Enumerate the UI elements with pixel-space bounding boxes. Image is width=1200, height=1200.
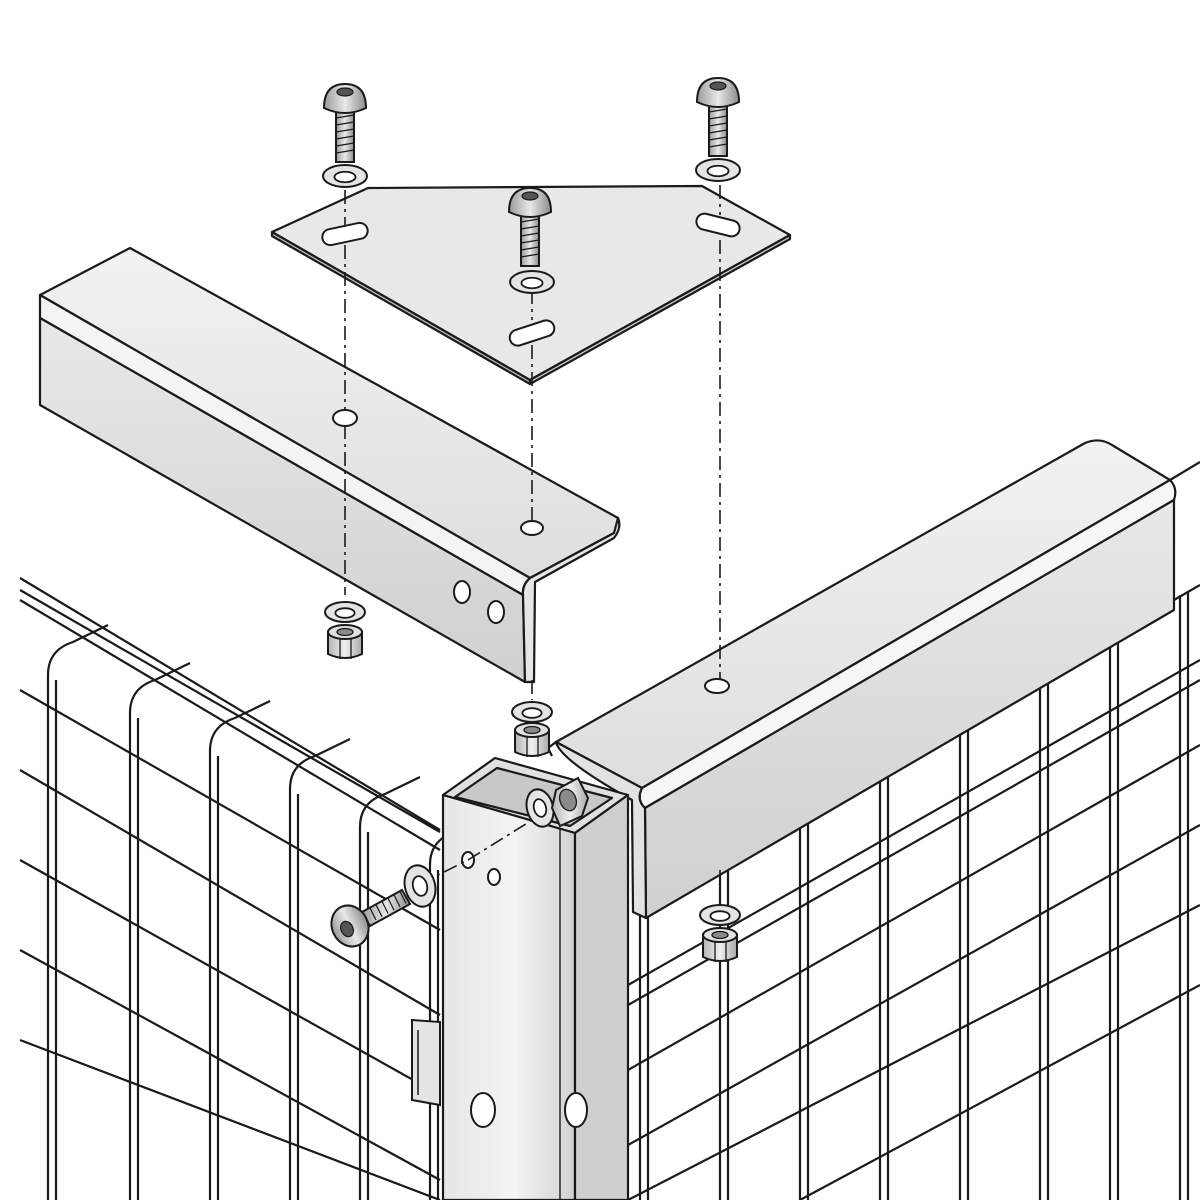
mesh-wire-horizontal	[627, 744, 1200, 1071]
bolt-thread	[708, 143, 728, 148]
mesh-wire-horizontal	[19, 949, 441, 1181]
bolt-shank	[360, 888, 412, 928]
bolt-thread	[708, 129, 728, 134]
mesh-wire-loop	[128, 662, 191, 714]
washer-hole	[411, 875, 429, 897]
washer-above-post	[511, 701, 553, 723]
bolt-thread	[708, 136, 728, 141]
beam-hole	[704, 678, 730, 694]
bolt-thread	[369, 907, 377, 921]
mesh-top-rail	[19, 589, 441, 833]
mesh-wire-horizontal	[627, 904, 1200, 1200]
bolt-thread	[335, 142, 355, 147]
washer-hole	[709, 910, 731, 922]
mesh-wire-horizontal	[19, 599, 441, 851]
post-holes	[461, 851, 588, 1128]
hex-socket	[336, 87, 354, 97]
bolt-head	[322, 82, 368, 114]
washer-top-right	[695, 158, 741, 182]
nut-under-beam	[702, 927, 738, 962]
bolt-thread	[335, 121, 355, 126]
mesh-top-rail	[1169, 461, 1200, 481]
bolt-head	[695, 76, 741, 108]
angle-holes	[332, 409, 544, 624]
washer-hole	[706, 164, 730, 178]
mesh-wire-horizontal	[19, 769, 441, 1016]
plate-slotted-holes	[321, 212, 741, 347]
mesh-wire-horizontal	[799, 984, 1200, 1200]
mesh-wire-horizontal	[19, 689, 441, 931]
bolt-thread	[335, 149, 355, 154]
mesh-wire-loop	[288, 738, 351, 790]
nut-thread-hole	[558, 788, 578, 812]
nut-above-post	[514, 722, 550, 757]
bolt-thread	[387, 897, 395, 911]
nut-inside-post	[550, 776, 590, 828]
washer-top-left	[322, 164, 368, 188]
mesh-wire-horizontal	[19, 577, 441, 831]
washer-under-angle	[324, 601, 366, 623]
bolt-thread	[375, 904, 383, 917]
mesh-wire-loop	[46, 624, 109, 676]
washer-hole	[521, 707, 543, 719]
hex-socket	[339, 920, 355, 938]
bolt-side-post	[330, 888, 412, 948]
bolt-thread	[708, 122, 728, 127]
bolt-head	[507, 186, 553, 218]
washer-under-beam	[699, 904, 741, 926]
bolt-thread	[520, 225, 540, 230]
bolt-top-right	[695, 76, 741, 157]
mesh-wire-horizontal	[627, 824, 1200, 1146]
bolt-top-center	[507, 186, 553, 267]
bolt-thread	[335, 114, 355, 119]
fasteners	[322, 76, 741, 962]
bolt-top-left	[322, 82, 368, 163]
mesh-wire-loop	[358, 776, 421, 828]
nut-thread-hole	[523, 725, 541, 735]
washer-side-post	[403, 864, 437, 908]
washer-hole	[520, 276, 544, 290]
hex-socket	[709, 81, 727, 91]
bolt-thread	[381, 901, 389, 914]
left-top-angle	[38, 246, 621, 684]
bolt-thread	[393, 894, 401, 908]
washer-hole	[333, 170, 357, 184]
nut-thread-hole	[336, 627, 354, 637]
bolt-thread	[520, 239, 540, 244]
bolt-thread	[520, 218, 540, 223]
bolt-thread	[708, 115, 728, 120]
bolt-thread	[335, 128, 355, 133]
mesh-wire-horizontal	[19, 859, 441, 1096]
bolt-thread	[520, 253, 540, 258]
washer-top-center	[509, 270, 555, 294]
washer-hole	[532, 798, 548, 818]
right-top-beam	[546, 439, 1177, 920]
panel-clip	[411, 1018, 441, 1107]
mesh-wire-loop	[208, 700, 271, 752]
washer-hole	[334, 607, 356, 619]
bolt-thread	[520, 232, 540, 237]
mesh-wire-horizontal	[19, 1038, 441, 1200]
bolt-thread	[520, 246, 540, 251]
hex-socket	[521, 191, 539, 201]
bolt-thread	[399, 891, 407, 904]
nut-thread-hole	[711, 930, 729, 940]
bolt-thread	[708, 108, 728, 113]
nut-under-angle	[327, 624, 363, 659]
bolt-thread	[335, 135, 355, 140]
